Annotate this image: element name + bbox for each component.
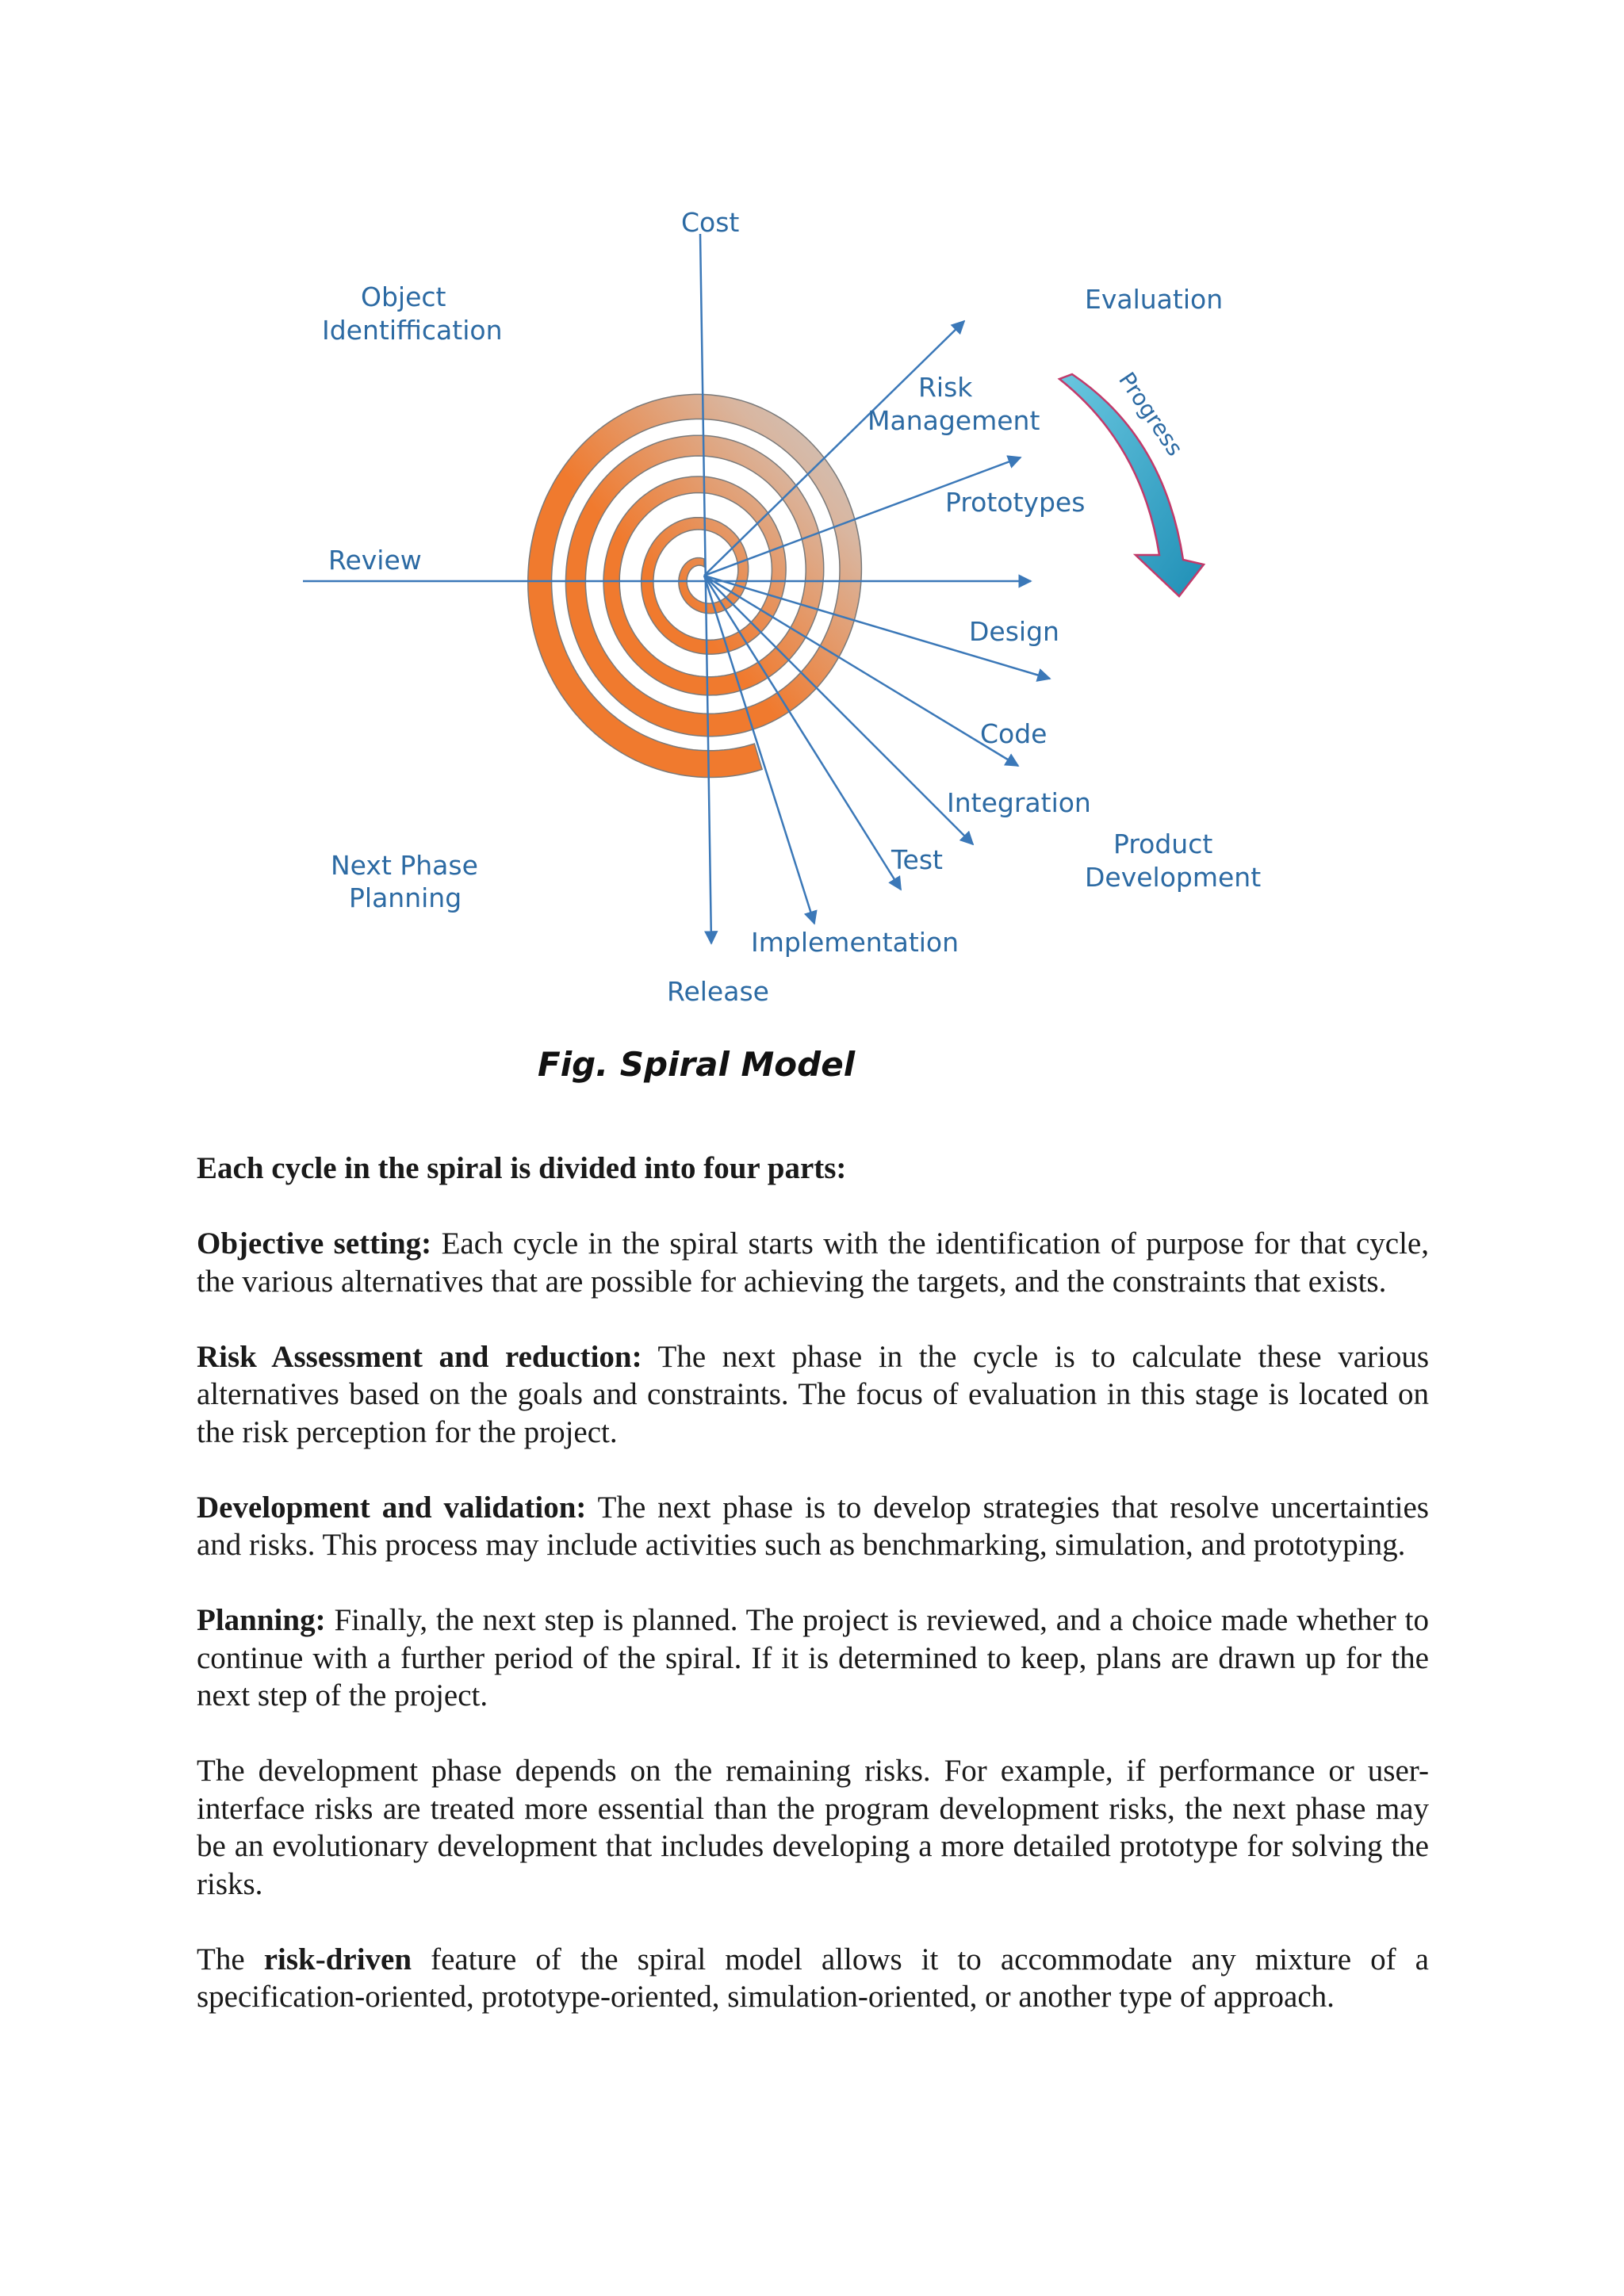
label-prototypes: Prototypes bbox=[945, 487, 1085, 518]
label-product-development-2: Development bbox=[1085, 862, 1261, 893]
planning-paragraph: Planning: Finally, the next step is plan… bbox=[197, 1603, 1429, 1712]
development-phase-paragraph: The development phase depends on the rem… bbox=[197, 1754, 1429, 1901]
prototypes-arrow bbox=[703, 455, 1022, 577]
body-text: Each cycle in the spiral is divided into… bbox=[197, 1150, 1429, 2053]
code-arrow bbox=[703, 574, 1020, 767]
label-integration: Integration bbox=[947, 787, 1091, 818]
label-review: Review bbox=[328, 545, 422, 576]
figure-caption: Fig. Spiral Model bbox=[538, 1045, 856, 1084]
objective-setting-heading: Objective setting: bbox=[197, 1226, 432, 1261]
objective-setting-paragraph: Objective setting: Each cycle in the spi… bbox=[197, 1226, 1429, 1299]
label-implementation: Implementation bbox=[751, 927, 959, 958]
test-arrow bbox=[703, 575, 902, 891]
label-code: Code bbox=[980, 718, 1047, 749]
risk-driven-paragraph: The risk-driven feature of the spiral mo… bbox=[197, 1942, 1429, 2015]
spiral-band bbox=[527, 393, 863, 779]
label-evaluation: Evaluation bbox=[1085, 284, 1223, 315]
planning-heading: Planning: bbox=[197, 1603, 326, 1637]
risk-assessment-heading: Risk Assessment and reduction: bbox=[197, 1339, 642, 1374]
development-validation-paragraph: Development and validation: The next pha… bbox=[197, 1490, 1429, 1563]
progress-arrow-shape bbox=[1057, 373, 1206, 598]
risk-assessment-paragraph: Risk Assessment and reduction: The next … bbox=[197, 1339, 1430, 1449]
label-test: Test bbox=[891, 844, 943, 875]
label-risk-management-2: Management bbox=[868, 405, 1040, 436]
label-object-identification-1: Object bbox=[361, 281, 446, 312]
spiral-model-figure: Progress Cost Object Identiffication Eva… bbox=[303, 207, 1261, 1084]
label-next-phase-planning-1: Next Phase bbox=[331, 850, 478, 881]
progress-arrow: Progress bbox=[1057, 367, 1206, 598]
label-release: Release bbox=[667, 976, 769, 1007]
phase-arrows bbox=[703, 320, 1051, 925]
integration-arrow bbox=[703, 575, 975, 846]
intro-paragraph: Each cycle in the spiral is divided into… bbox=[197, 1151, 847, 1185]
design-arrow bbox=[703, 574, 1051, 682]
label-next-phase-planning-2: Planning bbox=[349, 882, 462, 913]
label-risk-management-1: Risk bbox=[918, 372, 973, 403]
development-validation-heading: Development and validation: bbox=[197, 1490, 587, 1525]
risk-management-arrow bbox=[703, 320, 966, 576]
risk-driven-term: risk-driven bbox=[263, 1942, 412, 1976]
label-product-development-1: Product bbox=[1113, 828, 1212, 859]
implementation-arrow bbox=[703, 575, 818, 925]
label-object-identification-2: Identiffication bbox=[322, 315, 503, 346]
label-design: Design bbox=[969, 616, 1059, 647]
label-cost: Cost bbox=[681, 207, 739, 238]
vertical-axis bbox=[699, 233, 718, 945]
